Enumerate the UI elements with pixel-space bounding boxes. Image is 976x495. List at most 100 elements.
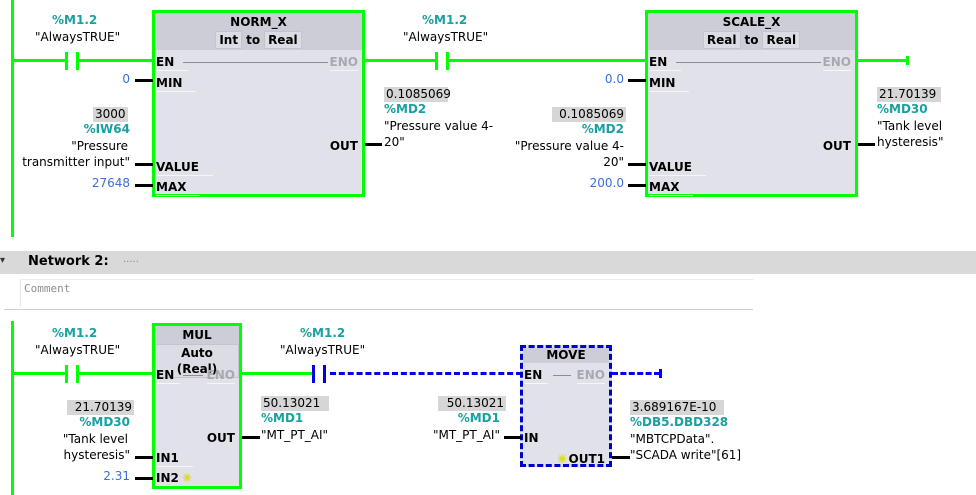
- pin-value[interactable]: VALUE: [649, 160, 706, 176]
- wire: [858, 143, 875, 146]
- pin-en[interactable]: EN: [156, 368, 181, 384]
- mul-out-symbol[interactable]: "MT_PT_AI": [261, 428, 329, 442]
- pin-out[interactable]: OUT: [206, 431, 235, 445]
- mul-title: MUL: [182, 328, 212, 342]
- contact-2-address: %M1.2: [422, 13, 468, 27]
- n2-contact-2-symbol: "AlwaysTRUE": [280, 343, 366, 357]
- mul-out-address[interactable]: %MD1: [261, 411, 304, 425]
- star-icon[interactable]: ✳: [182, 471, 193, 485]
- wire: [449, 59, 647, 62]
- move-out1-address[interactable]: %DB5.DBD328: [630, 415, 729, 429]
- wire: [135, 79, 153, 82]
- mul-in1-live: 21.70139: [67, 400, 134, 415]
- wire: [365, 143, 382, 146]
- scale-x-value-live: 0.1085069: [552, 107, 626, 122]
- pin-en[interactable]: EN: [649, 55, 682, 71]
- norm-x-type-from[interactable]: Int: [215, 31, 243, 49]
- network-2-comment-field[interactable]: Comment: [20, 279, 754, 306]
- pin-min[interactable]: MIN: [649, 76, 690, 92]
- norm-x-value-symbol-2[interactable]: transmitter input": [22, 155, 130, 169]
- mul-in1-address[interactable]: %MD30: [79, 415, 130, 429]
- scale-x-value-symbol-1[interactable]: "Pressure value 4-: [514, 139, 624, 153]
- wire: [12, 372, 66, 375]
- wire: [628, 163, 646, 166]
- network-2-header[interactable]: ▾ Network 2: .....: [0, 251, 976, 274]
- scale-x-out-live: 21.70139: [877, 87, 941, 102]
- pin-out1[interactable]: OUT1: [568, 452, 605, 466]
- pin-out[interactable]: OUT: [329, 139, 358, 153]
- move-title: MOVE: [546, 348, 586, 362]
- pin-max[interactable]: MAX: [649, 180, 694, 196]
- pin-in1[interactable]: IN1: [156, 451, 193, 467]
- norm-x-out-symbol-1[interactable]: "Pressure value 4-: [384, 119, 494, 133]
- mul-out-live: 50.13021: [261, 396, 329, 411]
- scale-x-type-from[interactable]: Real: [702, 31, 741, 49]
- n2-contact-1-symbol: "AlwaysTRUE": [35, 343, 121, 357]
- scale-x-out-symbol-1[interactable]: "Tank level: [877, 119, 943, 133]
- norm-x-to-label: to: [246, 33, 261, 47]
- move-out1-symbol-2[interactable]: "SCADA write"[61]: [630, 448, 742, 462]
- wire-end: [659, 369, 662, 378]
- pin-eno[interactable]: ENO: [329, 55, 358, 71]
- scale-x-out-address[interactable]: %MD30: [877, 102, 928, 116]
- norm-x-type-to[interactable]: Real: [264, 31, 302, 49]
- star-icon[interactable]: ✳: [557, 452, 568, 466]
- norm-x-value-address[interactable]: %IW64: [83, 122, 130, 136]
- pin-en[interactable]: EN: [156, 55, 189, 71]
- contact-1-address: %M1.2: [52, 13, 98, 27]
- pin-eno[interactable]: ENO: [576, 368, 605, 384]
- n2-no-contact-always-true-2[interactable]: [312, 365, 326, 383]
- norm-x-value-live: 3000: [93, 107, 128, 122]
- mul-in1-symbol-1[interactable]: "Tank level: [62, 432, 128, 446]
- comment-placeholder: Comment: [24, 282, 71, 295]
- wire: [135, 456, 153, 459]
- pin-eno[interactable]: ENO: [822, 55, 851, 71]
- norm-x-min-constant[interactable]: 0: [122, 72, 130, 86]
- move-out1-symbol-1[interactable]: "MBTCPData".: [630, 432, 715, 446]
- norm-x-max-constant[interactable]: 27648: [91, 176, 130, 190]
- pin-en[interactable]: EN: [524, 368, 549, 384]
- pin-max[interactable]: MAX: [156, 180, 201, 196]
- pin-value[interactable]: VALUE: [156, 160, 213, 176]
- network-2-title[interactable]: Network 2:: [28, 254, 109, 269]
- power-rail-network-2: [11, 321, 14, 495]
- mul-block[interactable]: MUL Auto (Real) EN ENO OUT IN1 IN2 ✳: [152, 323, 242, 489]
- norm-x-out-address[interactable]: %MD2: [384, 102, 427, 116]
- norm-x-out-symbol-2[interactable]: 20": [384, 135, 405, 149]
- triangle-icon[interactable]: ▾: [0, 255, 6, 266]
- wire: [628, 184, 646, 187]
- contact-2-symbol: "AlwaysTRUE": [403, 30, 489, 44]
- pin-in[interactable]: IN: [524, 431, 539, 445]
- no-contact-always-true[interactable]: [65, 52, 79, 70]
- pin-eno[interactable]: ENO: [206, 368, 235, 384]
- wire: [79, 59, 153, 62]
- mul-in2-constant[interactable]: 2.31: [103, 469, 130, 483]
- mul-type[interactable]: Auto (Real): [155, 344, 239, 378]
- en-eno-line: [183, 375, 203, 376]
- power-rail-network-1: [11, 0, 14, 237]
- move-block[interactable]: MOVE EN ENO IN ✳ OUT1: [520, 345, 612, 467]
- scale-x-type-to[interactable]: Real: [762, 31, 801, 49]
- scale-x-max-constant[interactable]: 200.0: [589, 176, 624, 190]
- move-in-symbol[interactable]: "MT_PT_AI": [432, 428, 500, 442]
- no-contact-always-true-2[interactable]: [435, 52, 449, 70]
- pin-out[interactable]: OUT: [822, 139, 851, 153]
- scale-x-out-symbol-2[interactable]: hysteresis": [877, 135, 944, 149]
- move-in-address[interactable]: %MD1: [457, 411, 500, 425]
- wire: [242, 372, 313, 375]
- wire: [135, 477, 153, 480]
- scale-x-value-address[interactable]: %MD2: [581, 122, 624, 136]
- pin-min[interactable]: MIN: [156, 76, 197, 92]
- n2-no-contact-always-true[interactable]: [65, 365, 79, 383]
- network-2-title-placeholder[interactable]: .....: [123, 254, 139, 265]
- pin-in2[interactable]: IN2: [156, 471, 179, 485]
- scale-x-value-symbol-2[interactable]: 20": [603, 155, 624, 169]
- move-in-live: 50.13021: [438, 396, 506, 411]
- wire-unpowered: [612, 372, 660, 375]
- wire-end: [906, 56, 909, 65]
- norm-x-value-symbol-1[interactable]: "Pressure: [71, 139, 128, 153]
- mul-in1-symbol-2[interactable]: hysteresis": [63, 448, 130, 462]
- scale-x-min-constant[interactable]: 0.0: [604, 72, 624, 86]
